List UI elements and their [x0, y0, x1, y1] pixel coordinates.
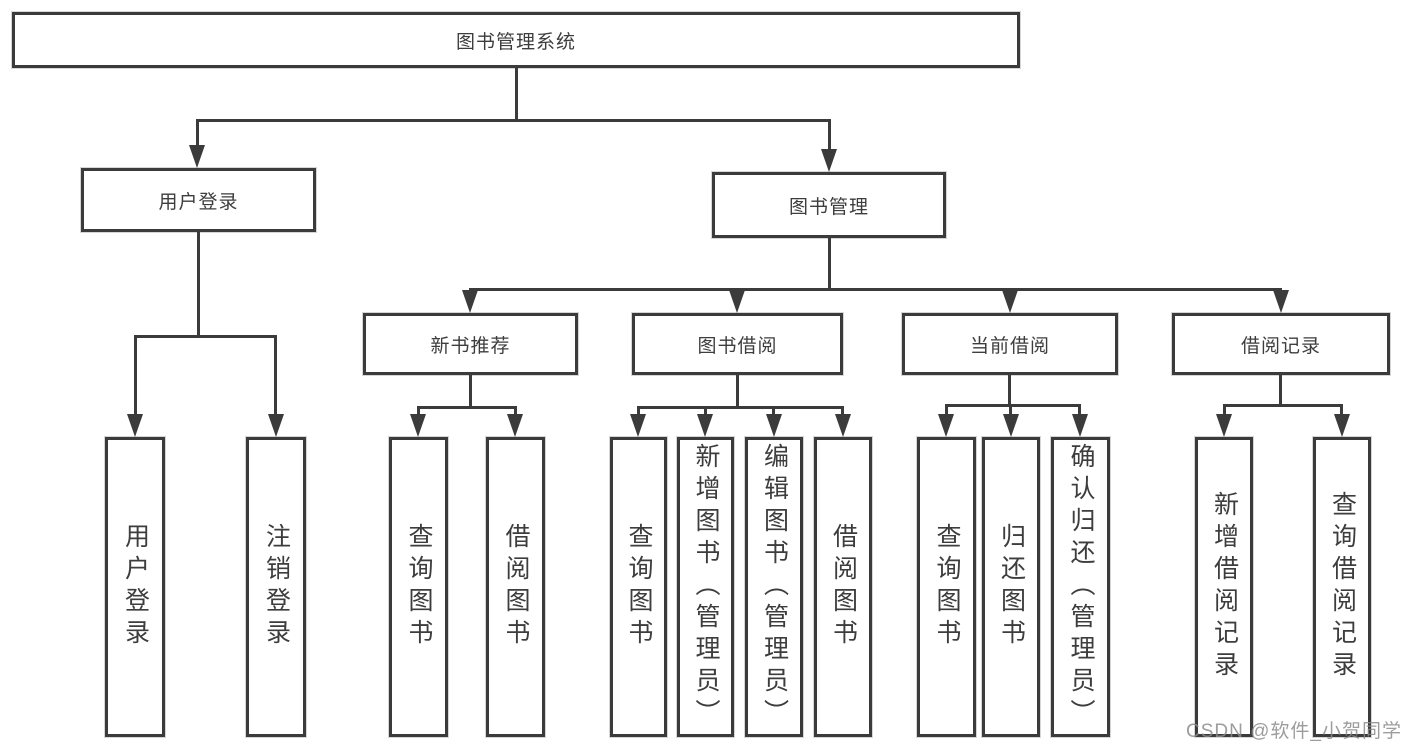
connector-root-bar	[196, 119, 830, 122]
node-new-book-recommend: 新书推荐	[363, 313, 578, 375]
arrowhead-leaf-cb-query	[938, 414, 954, 437]
connector-current-borrowing-stem	[1008, 375, 1011, 407]
node-borrow-records: 借阅记录	[1172, 313, 1390, 375]
leaf-logout: 注销登录	[246, 437, 306, 737]
connector-book-management-stem	[828, 238, 831, 290]
arrowhead-current-borrowing	[1002, 290, 1018, 313]
leaf-borrowing-query-books-label: 查询图书	[625, 523, 653, 651]
leaf-current-query-books-label: 查询图书	[933, 523, 961, 651]
node-new-book-recommend-label: 新书推荐	[430, 335, 511, 357]
leaf-user-login-label: 用户登录	[121, 523, 150, 651]
leaf-current-return-books: 归还图书	[982, 437, 1040, 737]
node-user-login: 用户登录	[81, 168, 316, 232]
node-book-management-label: 图书管理	[788, 196, 869, 218]
leaf-newbooks-borrow-books: 借阅图书	[486, 437, 545, 737]
leaf-borrowing-borrow-books: 借阅图书	[814, 437, 872, 737]
arrowhead-leaf-bb-borrow	[835, 414, 851, 437]
connector-to-leaf-nb-query	[417, 406, 420, 418]
connector-to-leaf-logout	[274, 335, 277, 417]
connector-to-leaf-user-login	[134, 335, 137, 417]
leaf-logout-label: 注销登录	[262, 523, 291, 651]
node-book-management: 图书管理	[712, 172, 946, 238]
connector-to-user-login	[196, 119, 199, 149]
leaf-records-add-record-label: 新增借阅记录	[1210, 491, 1239, 683]
leaf-borrowing-edit-books-admin: 编辑图书（管理员）	[745, 437, 803, 737]
connector-user-login-bar	[134, 335, 277, 338]
connector-to-leaf-cb-query	[945, 404, 948, 418]
connector-current-borrowing-bar	[945, 404, 1081, 407]
arrowhead-leaf-rec-add	[1216, 414, 1232, 437]
leaf-records-add-record: 新增借阅记录	[1195, 437, 1253, 737]
node-borrow-records-label: 借阅记录	[1240, 335, 1321, 357]
leaf-current-query-books: 查询图书	[917, 437, 976, 737]
leaf-current-return-books-label: 归还图书	[997, 523, 1026, 651]
connector-to-leaf-bb-borrow	[841, 406, 844, 418]
leaf-borrowing-borrow-books-label: 借阅图书	[829, 523, 858, 651]
connector-book-management-bar	[469, 288, 1282, 291]
connector-to-leaf-cb-confirm	[1078, 404, 1081, 418]
node-root: 图书管理系统	[12, 12, 1020, 68]
connector-book-borrowing-stem	[736, 375, 739, 409]
leaf-current-confirm-return-admin-label: 确认归还（管理员）	[1067, 443, 1095, 731]
connector-to-leaf-bb-query	[637, 406, 640, 418]
leaf-newbooks-query-books-label: 查询图书	[405, 523, 433, 651]
connector-to-leaf-bb-edit	[772, 406, 775, 418]
leaf-records-query-record-label: 查询借阅记录	[1328, 491, 1357, 683]
leaf-newbooks-query-books: 查询图书	[389, 437, 448, 737]
node-current-borrowing: 当前借阅	[902, 313, 1118, 375]
arrowhead-book-borrowing	[729, 290, 745, 313]
arrowhead-leaf-cb-confirm	[1072, 414, 1088, 437]
arrowhead-leaf-rec-query	[1334, 414, 1350, 437]
arrowhead-leaf-cb-return	[1003, 414, 1019, 437]
node-current-borrowing-label: 当前借阅	[969, 335, 1050, 357]
node-user-login-label: 用户登录	[158, 191, 239, 213]
leaf-user-login: 用户登录	[105, 437, 165, 737]
leaf-current-confirm-return-admin: 确认归还（管理员）	[1051, 437, 1110, 737]
connector-new-book-recommend-stem	[469, 375, 472, 409]
arrowhead-leaf-logout	[268, 414, 284, 437]
csdn-watermark: CSDN @软件_小贺同学	[1186, 721, 1402, 742]
connector-borrow-records-bar	[1223, 404, 1343, 407]
arrowhead-leaf-nb-borrow	[507, 414, 523, 437]
connector-new-book-recommend-bar	[417, 406, 517, 409]
node-book-borrowing: 图书借阅	[632, 313, 843, 375]
arrowhead-leaf-nb-query	[410, 414, 426, 437]
connector-to-leaf-cb-return	[1009, 404, 1012, 418]
connector-to-leaf-rec-query	[1340, 404, 1343, 418]
node-book-borrowing-label: 图书借阅	[697, 335, 778, 357]
arrowhead-borrow-records	[1273, 290, 1289, 313]
arrowhead-leaf-bb-query	[630, 414, 646, 437]
arrowhead-user-login	[189, 145, 205, 168]
leaf-borrowing-add-books-admin: 新增图书（管理员）	[677, 437, 734, 737]
connector-to-leaf-nb-borrow	[514, 406, 517, 418]
connector-to-book-management	[828, 119, 831, 151]
leaf-borrowing-query-books: 查询图书	[610, 437, 667, 737]
node-root-label: 图书管理系统	[455, 31, 576, 53]
arrowhead-new-book-recommend	[462, 290, 478, 313]
arrowhead-leaf-bb-edit	[766, 414, 782, 437]
leaf-records-query-record: 查询借阅记录	[1313, 437, 1371, 737]
connector-borrow-records-stem	[1279, 375, 1282, 407]
leaf-borrowing-edit-books-admin-label: 编辑图书（管理员）	[760, 443, 789, 731]
leaf-newbooks-borrow-books-label: 借阅图书	[502, 523, 530, 651]
arrowhead-leaf-user-login	[127, 414, 143, 437]
connector-to-leaf-bb-add	[704, 406, 707, 418]
connector-book-borrowing-bar	[637, 406, 844, 409]
connector-to-leaf-rec-add	[1223, 404, 1226, 418]
connector-root-stem	[515, 68, 518, 121]
connector-user-login-stem	[197, 232, 200, 337]
arrowhead-leaf-bb-add	[697, 414, 713, 437]
leaf-borrowing-add-books-admin-label: 新增图书（管理员）	[692, 443, 720, 731]
arrowhead-book-management	[821, 149, 837, 172]
